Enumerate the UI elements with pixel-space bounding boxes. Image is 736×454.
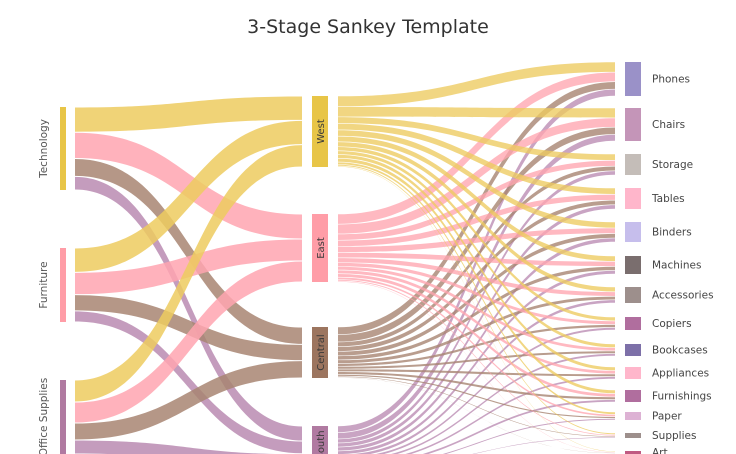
subcategory-label: Binders [652,227,692,239]
flow-south-bookcases [390,353,615,454]
node-accessories [625,287,641,303]
subcategory-label: Machines [652,260,701,272]
flow-technology-south [75,176,302,441]
flow-east-art [338,281,615,453]
flow-central-machines [338,266,615,360]
node-binders [625,222,641,242]
region-label: West [316,119,327,144]
subcategory-label: Paper [652,411,682,423]
subcategory-label: Art [652,447,668,454]
flow-central-supplies [338,376,615,437]
subcategory-label: Storage [652,159,693,171]
node-paper [625,412,641,420]
node-technology [60,107,66,190]
flow-technology-central [75,158,302,344]
flow-central-accessories [338,296,615,364]
flow-east-paper [338,277,615,417]
flow-east-phones [338,72,615,224]
subcategory-label: Supplies [652,430,696,442]
node-chairs [625,108,641,141]
flow-central-paper [338,374,615,419]
subcategory-label: Bookcases [652,345,708,357]
flow-west-supplies [338,164,615,435]
flow-west-storage [338,117,615,160]
flow-west-bookcases [338,151,615,348]
flow-south-storage [338,171,615,443]
flow-central-phones [338,82,615,335]
flow-south-furnishings [422,399,615,454]
flow-central-art [338,377,615,454]
region-label: Central [316,334,327,370]
flow-furniture-south [75,311,302,454]
flow-office-supplies-west [75,145,302,402]
flow-east-chairs [338,118,615,234]
flow-west-copiers [338,147,615,321]
flow-office-supplies-east [75,261,302,423]
node-art [625,451,641,454]
node-south [312,426,328,454]
flow-east-furnishings [338,273,615,397]
node-copiers [625,317,641,330]
flow-furniture-west [75,120,302,272]
node-phones [625,62,641,96]
chart-title: 3-Stage Sankey Template [247,16,489,38]
subcategory-label: Copiers [652,318,692,330]
flow-south-machines [338,270,615,454]
node-central [312,327,328,378]
flow-west-furnishings [338,158,615,394]
flow-east-appliances [338,270,615,374]
node-tables [625,188,641,209]
flow-west-accessories [338,142,615,292]
node-office-supplies [60,380,66,454]
region-label: East [316,237,327,259]
flow-west-chairs [338,106,615,118]
node-supplies [625,433,641,438]
flow-furniture-central [75,295,302,361]
flow-central-copiers [338,324,615,367]
flow-west-paper [338,162,615,415]
subcategory-label: Tables [651,193,685,205]
subcategory-label: Chairs [652,119,685,131]
flow-technology-west [75,96,302,132]
region-label: South [316,430,327,454]
node-west [312,96,328,167]
subcategory-label: Accessories [652,290,714,302]
node-appliances [625,367,641,379]
flow-west-machines [338,136,615,262]
flow-east-tables [338,194,615,247]
flow-west-binders [338,130,615,228]
flow-east-supplies [338,279,615,436]
flow-central-storage [338,166,615,347]
flow-central-furnishings [338,372,615,400]
flow-central-bookcases [338,351,615,369]
flows-stage2 [338,62,615,454]
node-storage [625,154,641,175]
subcategory-label: Appliances [652,368,709,380]
node-bookcases [625,344,641,356]
flow-west-tables [338,123,615,194]
flows-stage1 [75,96,302,454]
node-east [312,214,328,282]
flow-south-tables [338,205,615,447]
node-furnishings [625,390,641,402]
flow-office-supplies-south [75,440,277,454]
flow-central-appliances [338,369,615,377]
flow-east-copiers [338,262,615,325]
category-label: Office Supplies [38,378,50,454]
flow-west-phones [338,62,615,107]
flow-south-chairs [338,134,615,439]
flow-east-bookcases [338,266,615,351]
flow-west-appliances [338,154,615,371]
category-label: Technology [38,119,50,179]
flow-east-machines [338,252,615,267]
category-label: Furniture [38,261,50,308]
subcategory-label: Phones [652,74,690,86]
node-machines [625,256,641,274]
flow-east-binders [338,228,615,253]
flow-west-art [338,166,615,452]
node-furniture [60,248,66,322]
flow-office-supplies-central [75,361,302,440]
subcategory-label: Furnishings [652,391,712,403]
